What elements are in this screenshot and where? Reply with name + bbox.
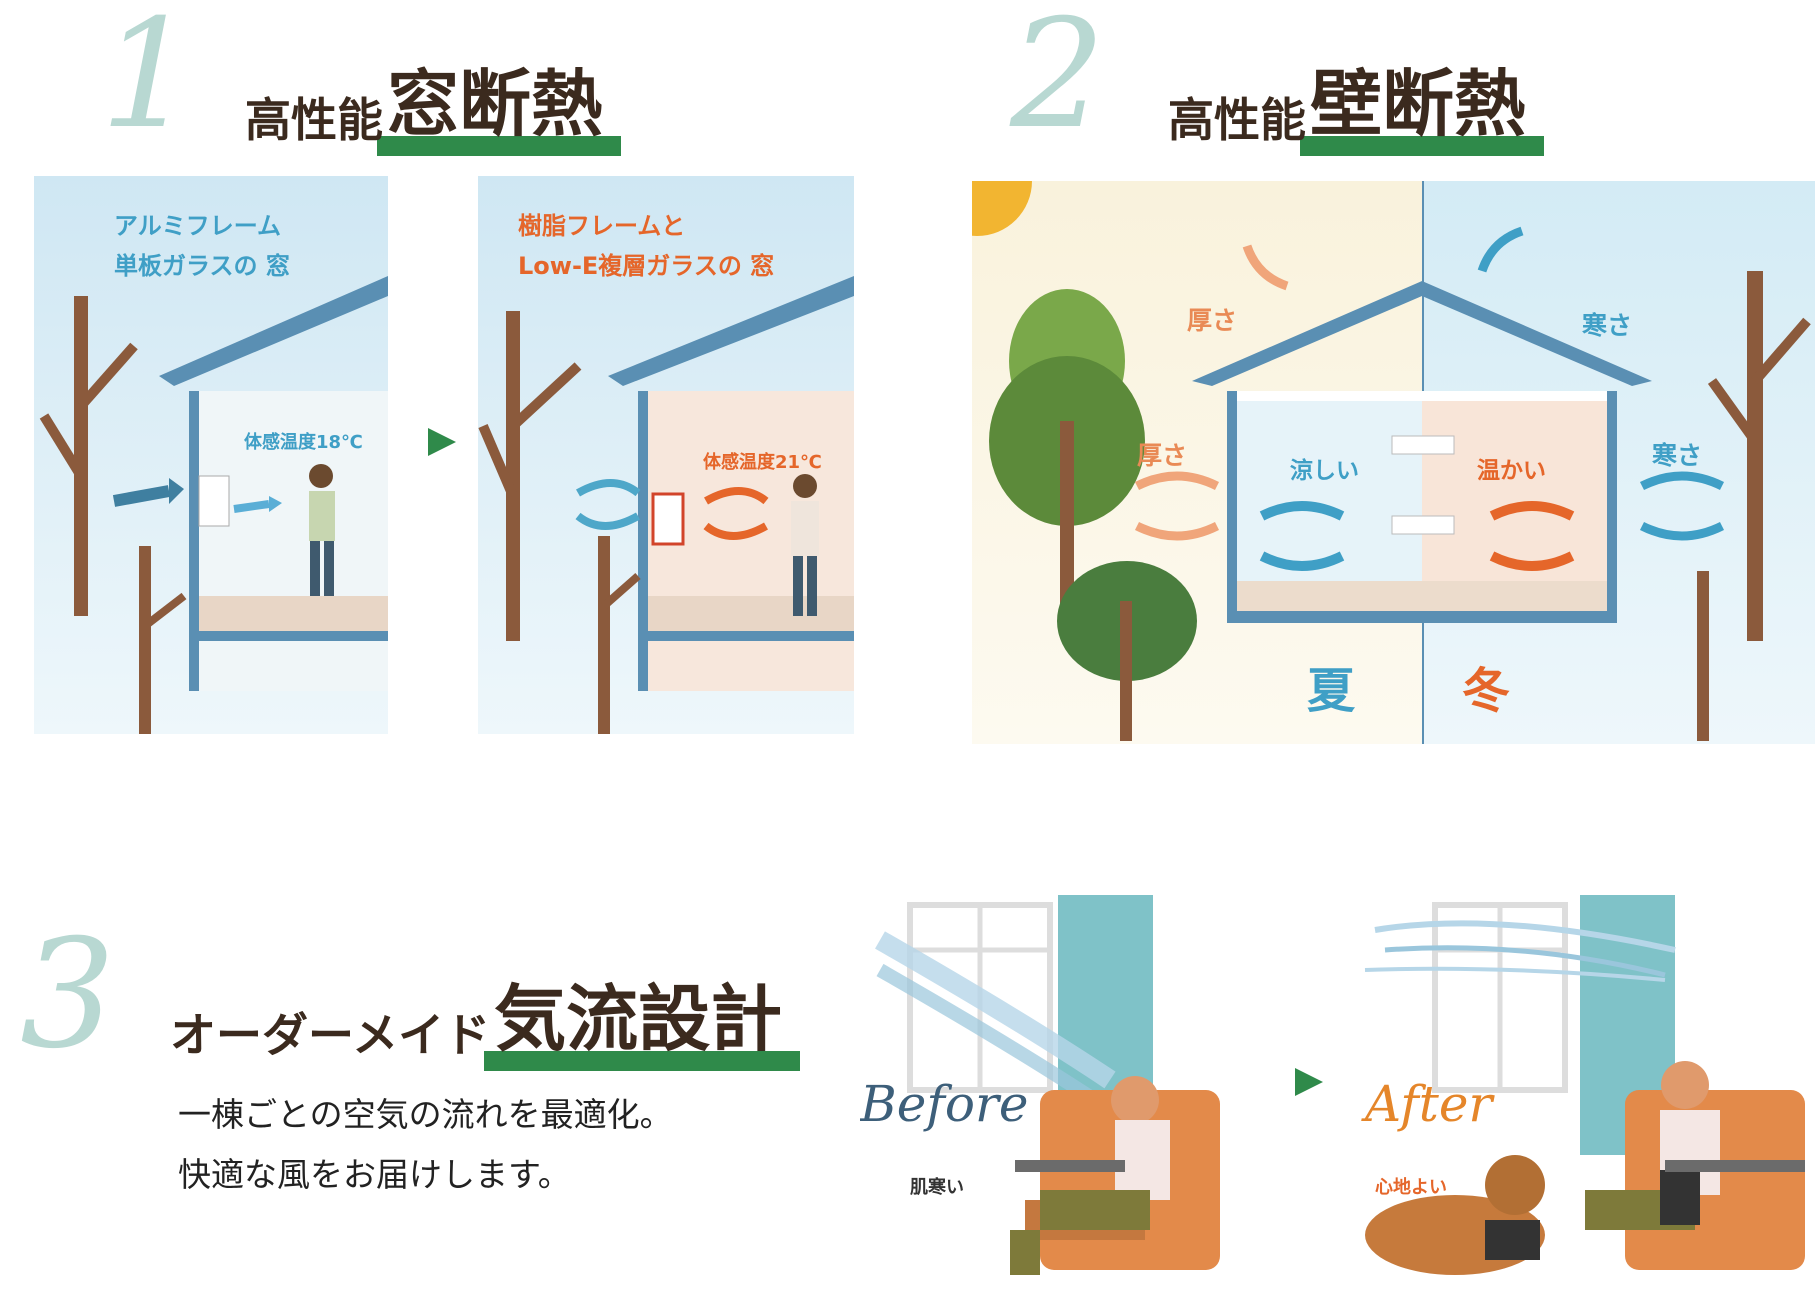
section2-heading: 高性能壁断熱 — [1168, 45, 1545, 156]
cold-side-label: 寒さ — [1652, 441, 1703, 470]
before-caption: 肌寒い — [910, 1177, 964, 1198]
section3-prefix: オーダーメイド — [170, 1008, 491, 1062]
window-before-illustration — [39, 276, 388, 734]
section3-body: 一棟ごとの空気の流れを最適化。 快適な風をお届けします。 — [178, 1085, 673, 1205]
body-line-2: 快適な風をお届けします。 — [178, 1155, 571, 1194]
section1-number: 1 — [100, 0, 196, 162]
hot-side-label: 厚さ — [1137, 441, 1188, 470]
section3-number: 3 — [20, 908, 116, 1082]
warm-room-label: 温かい — [1477, 458, 1546, 484]
airflow-after-panel: After 心地よい — [1355, 890, 1810, 1295]
section1-title: 窓断熱 — [376, 45, 622, 156]
section2-title: 壁断熱 — [1299, 45, 1545, 156]
cold-top-label: 寒さ — [1582, 311, 1633, 340]
window-after-illustration — [478, 276, 854, 734]
after-caption: 心地よい — [1375, 1177, 1447, 1198]
body-line-1: 一棟ごとの空気の流れを最適化。 — [178, 1095, 673, 1134]
wall-insulation-illustration — [972, 181, 1811, 744]
section3-title: 気流設計 — [484, 960, 801, 1071]
summer-label: 夏 — [1307, 663, 1356, 719]
after-temp-label: 体感温度21℃ — [703, 452, 822, 473]
airflow-after-illustration — [1364, 895, 1805, 1275]
before-window-label: アルミフレーム 単板ガラスの 窓 — [114, 212, 290, 280]
after-window-label: 樹脂フレームと Low-E複層ガラスの 窓 — [518, 212, 775, 280]
section2-number: 2 — [1010, 0, 1106, 162]
window-before-panel: アルミフレーム 単板ガラスの 窓 体感温度18℃ — [34, 176, 388, 734]
airflow-before-illustration — [875, 895, 1220, 1275]
section1-prefix: 高性能 — [245, 93, 383, 147]
after-script-label: After — [1365, 1075, 1493, 1133]
play-arrow-icon — [428, 428, 456, 456]
winter-label: 冬 — [1462, 663, 1511, 719]
hot-top-label: 厚さ — [1187, 306, 1238, 335]
play-arrow-icon — [1295, 1068, 1323, 1096]
before-temp-label: 体感温度18℃ — [244, 432, 363, 453]
cool-room-label: 涼しい — [1290, 458, 1359, 484]
window-after-panel: 樹脂フレームと Low-E複層ガラスの 窓 体感温度21℃ — [478, 176, 854, 734]
section2-prefix: 高性能 — [1168, 93, 1306, 147]
section3-heading: オーダーメイド気流設計 — [170, 960, 801, 1071]
wall-insulation-panel: 厚さ 厚さ 寒さ 寒さ 涼しい 温かい 夏 冬 — [972, 181, 1815, 744]
airflow-before-panel: Before 肌寒い — [860, 890, 1260, 1295]
before-script-label: Before — [860, 1075, 1029, 1133]
section1-heading: 高性能窓断熱 — [245, 45, 622, 156]
